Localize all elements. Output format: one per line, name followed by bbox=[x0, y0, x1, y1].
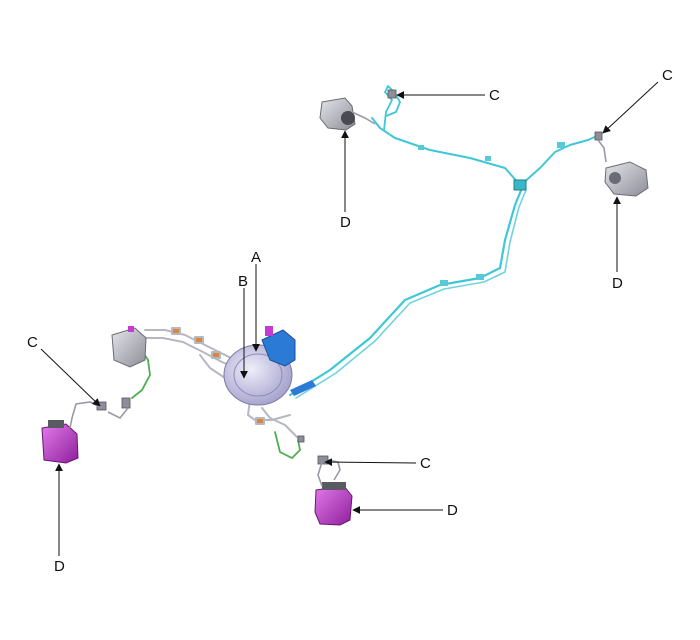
front-line-5 bbox=[261, 407, 299, 439]
junction-block bbox=[513, 179, 527, 191]
label-D-front-right: D bbox=[447, 502, 458, 519]
hose-bracket bbox=[594, 131, 603, 141]
leader-C-rear-right bbox=[602, 81, 659, 134]
hose bbox=[327, 459, 341, 481]
booster-rim bbox=[233, 353, 283, 397]
hose-bracket bbox=[387, 89, 397, 99]
label-C-rear-right: C bbox=[662, 67, 673, 84]
connecting-hoses bbox=[69, 111, 607, 487]
line-clip bbox=[476, 274, 484, 280]
brake-line-left-rear-up bbox=[383, 85, 401, 131]
fitting bbox=[211, 351, 221, 359]
main-brake-line-2 bbox=[295, 189, 527, 399]
label-A: A bbox=[251, 249, 261, 266]
line-clip bbox=[440, 280, 448, 286]
caliper-piston bbox=[609, 172, 621, 184]
front-brake-lines bbox=[144, 327, 299, 439]
brake-line-right-rear bbox=[521, 135, 598, 185]
hose bbox=[69, 401, 103, 429]
caliper-rear-right bbox=[604, 161, 649, 197]
hose-bracket bbox=[121, 397, 131, 409]
leader-lines bbox=[40, 81, 659, 556]
rear-brake-lines bbox=[288, 85, 598, 399]
label-C-front-right: C bbox=[420, 455, 431, 472]
caliper-body bbox=[111, 327, 147, 368]
hose bbox=[317, 461, 323, 487]
brake-booster-assembly bbox=[223, 326, 316, 406]
hose-bracket bbox=[317, 455, 329, 465]
label-B: B bbox=[238, 273, 248, 290]
label-D-rear-right: D bbox=[612, 275, 623, 292]
leader-C-front-right bbox=[324, 458, 417, 467]
line-clip bbox=[485, 156, 491, 161]
bleeder bbox=[128, 326, 134, 332]
hose-brackets bbox=[96, 89, 603, 465]
master-cylinder bbox=[261, 329, 296, 367]
fitting bbox=[171, 327, 181, 335]
caliper-body bbox=[41, 423, 79, 464]
hose-bracket bbox=[297, 435, 305, 443]
caliper-piston bbox=[341, 111, 355, 125]
caliper-front-left-upper bbox=[111, 326, 147, 368]
caliper-body bbox=[604, 161, 649, 197]
line-clip bbox=[418, 145, 424, 150]
label-C-front-left: C bbox=[27, 334, 38, 351]
brake-line-left-rear bbox=[371, 117, 521, 186]
caliper-top bbox=[48, 420, 64, 428]
caliper-body bbox=[314, 485, 353, 526]
line-clip bbox=[557, 142, 565, 148]
label-C-rear-left: C bbox=[489, 87, 500, 104]
caliper-front-right bbox=[314, 482, 353, 526]
label-D-front-left: D bbox=[54, 558, 65, 575]
hose bbox=[597, 139, 607, 163]
main-brake-line-1 bbox=[288, 186, 524, 397]
hose bbox=[351, 111, 376, 125]
leader-C-front-left bbox=[40, 348, 101, 407]
hose bbox=[107, 407, 129, 420]
caliper-rear-left bbox=[319, 97, 356, 131]
caliper-top bbox=[322, 482, 346, 490]
fitting bbox=[194, 336, 204, 344]
label-D-rear-left: D bbox=[340, 214, 351, 231]
bracket bbox=[290, 380, 316, 396]
callout-labels: A B C C C C D D D D bbox=[27, 67, 673, 575]
flex-hose-front-right bbox=[274, 431, 301, 460]
front-line-2 bbox=[144, 337, 246, 373]
caliper-front-left-lower bbox=[41, 420, 79, 464]
fitting bbox=[255, 417, 265, 425]
reservoir bbox=[265, 326, 273, 336]
